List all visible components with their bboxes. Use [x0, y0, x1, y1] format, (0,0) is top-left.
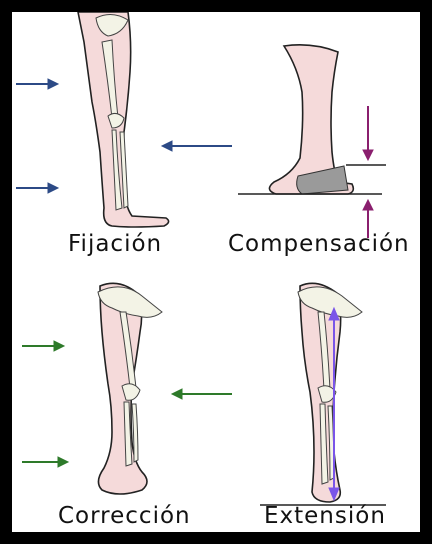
compensacion-diagram: [238, 45, 386, 238]
fijacion-diagram: [16, 12, 232, 227]
caption-correccion: Corrección: [58, 503, 191, 529]
fijacion-arrow-middle: [162, 141, 232, 151]
extension-diagram: [260, 283, 386, 505]
compensacion-arrow-down: [363, 106, 373, 160]
caption-fijacion: Fijación: [68, 231, 162, 257]
fijacion-arrow-top: [16, 79, 58, 89]
correccion-arrow-top: [22, 341, 64, 351]
correccion-arrow-bottom: [22, 457, 68, 467]
correccion-arrow-middle: [172, 389, 232, 399]
caption-extension: Extensión: [264, 503, 386, 529]
figure-panel: Fijación Compensación Corrección Extensi…: [12, 12, 420, 532]
fijacion-arrow-bottom: [16, 183, 58, 193]
orthosis-illustration: [12, 12, 420, 532]
caption-compensacion: Compensación: [228, 231, 410, 257]
correccion-diagram: [22, 283, 232, 494]
